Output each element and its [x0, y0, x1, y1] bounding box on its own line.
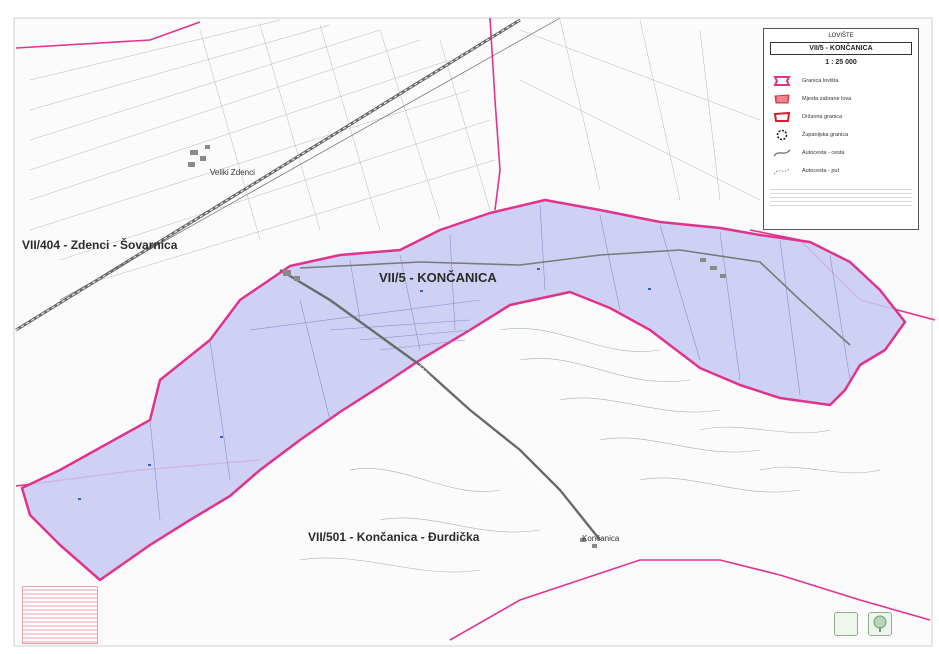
zone-label-durdicka: VII/501 - Končanica - Đurdička — [308, 530, 480, 544]
koncanica-zone-polygon — [20, 198, 907, 582]
legend-item: Granica lovišta — [772, 72, 918, 90]
zone-boundary-icon — [773, 76, 791, 86]
zone-label-koncanica: VII/5 - KONČANICA — [379, 270, 497, 285]
tree-logo-icon — [868, 612, 892, 636]
path-icon — [773, 167, 791, 175]
field-lines — [29, 19, 761, 281]
zone-road — [279, 249, 851, 546]
logos — [834, 612, 892, 636]
zone-internal-lines — [149, 204, 851, 521]
ministry-logo-icon — [834, 612, 858, 636]
place-veliki-zdenci: Veliki Zdenci — [210, 168, 255, 177]
legend-header: LOVIŠTE — [828, 33, 854, 39]
stamp-block — [22, 586, 98, 644]
legend-item: Županijska granica — [772, 126, 918, 144]
legend-item-label: Državna granica — [802, 114, 843, 120]
settlements — [188, 145, 726, 548]
legend-item-label: Autocesta - cesta — [802, 150, 845, 156]
hatched-area-icon — [774, 94, 790, 104]
legend-footer-lines — [770, 188, 912, 206]
legend-item-label: Mjesta zabrane lova — [802, 96, 852, 102]
road-icon — [773, 149, 791, 157]
zone-label-zdenci: VII/404 - Zdenci - Šovarnica — [22, 238, 178, 252]
water-marks — [78, 268, 651, 500]
map-legend: LOVIŠTE VII/5 - KONČANICA 1 : 25 000 Gra… — [763, 28, 919, 230]
legend-scale: 1 : 25 000 — [825, 59, 857, 66]
contour-lines — [299, 328, 881, 573]
legend-item: Mjesta zabrane lova — [772, 90, 918, 108]
legend-item-label: Autocesta - put — [802, 168, 839, 174]
legend-title: VII/5 - KONČANICA — [770, 42, 912, 55]
place-koncanica: Končanica — [582, 534, 620, 543]
legend-item-label: Županijska granica — [802, 132, 849, 138]
railway-diagonal — [15, 17, 561, 332]
legend-item: Autocesta - cesta — [772, 144, 918, 162]
state-border-icon — [773, 111, 791, 122]
county-border-icon — [776, 129, 788, 141]
legend-item-label: Granica lovišta — [802, 78, 839, 84]
legend-item: Državna granica — [772, 108, 918, 126]
legend-item: Autocesta - put — [772, 162, 918, 180]
